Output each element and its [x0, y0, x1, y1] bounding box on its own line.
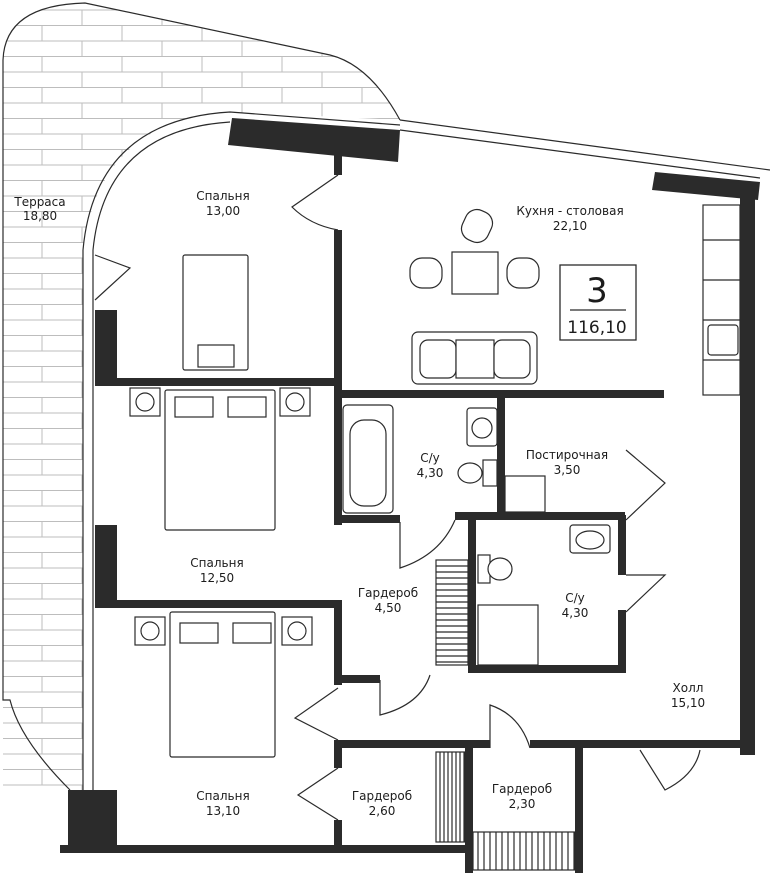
single-bed — [182, 254, 249, 371]
room-area: 13,10 — [206, 804, 240, 818]
room-area: 12,50 — [200, 571, 234, 585]
double-bed — [169, 611, 276, 758]
bathroom-fixtures — [342, 404, 611, 666]
room-name: Кухня - столовая — [516, 204, 623, 218]
room-area: 15,10 — [671, 696, 705, 710]
sink-icon — [707, 324, 739, 356]
room-area: 18,80 — [23, 209, 57, 223]
room-area: 4,30 — [562, 606, 589, 620]
room-area: 13,00 — [206, 204, 240, 218]
toilet-icon — [482, 459, 498, 487]
rooms-count: 3 — [586, 271, 608, 311]
room-area: 4,30 — [417, 466, 444, 480]
room-name: Гардероб — [492, 782, 552, 796]
room-labels: Терраса 18,80 Спальня 13,00 Кухня - стол… — [13, 189, 705, 818]
bedroom-furniture — [129, 254, 313, 758]
room-name: Спальня — [190, 556, 243, 570]
room-name: Терраса — [13, 195, 65, 209]
room-area: 2,60 — [369, 804, 396, 818]
room-name: С/у — [420, 451, 440, 465]
double-bed — [164, 389, 276, 531]
room-area: 3,50 — [554, 463, 581, 477]
apartment-info-box — [559, 264, 637, 341]
room-name: Постирочная — [526, 448, 608, 462]
dining-table — [451, 251, 499, 295]
total-area: 116,10 — [567, 318, 626, 338]
room-area: 22,10 — [553, 219, 587, 233]
shower-tray — [477, 604, 539, 666]
washing-machine — [504, 475, 546, 513]
room-name: Спальня — [196, 189, 249, 203]
room-name: Спальня — [196, 789, 249, 803]
room-name: С/у — [565, 591, 585, 605]
doors — [94, 174, 701, 821]
facade-line — [82, 111, 401, 790]
room-name: Гардероб — [352, 789, 412, 803]
shelves — [435, 559, 576, 871]
room-area: 4,50 — [375, 601, 402, 615]
room-name: Гардероб — [358, 586, 418, 600]
room-name: Холл — [673, 681, 704, 695]
kitchen-furniture: 3 116,10 — [409, 204, 741, 396]
walls — [60, 118, 760, 873]
terrace-outline — [2, 2, 401, 791]
window-line — [399, 119, 770, 179]
room-area: 2,30 — [509, 797, 536, 811]
